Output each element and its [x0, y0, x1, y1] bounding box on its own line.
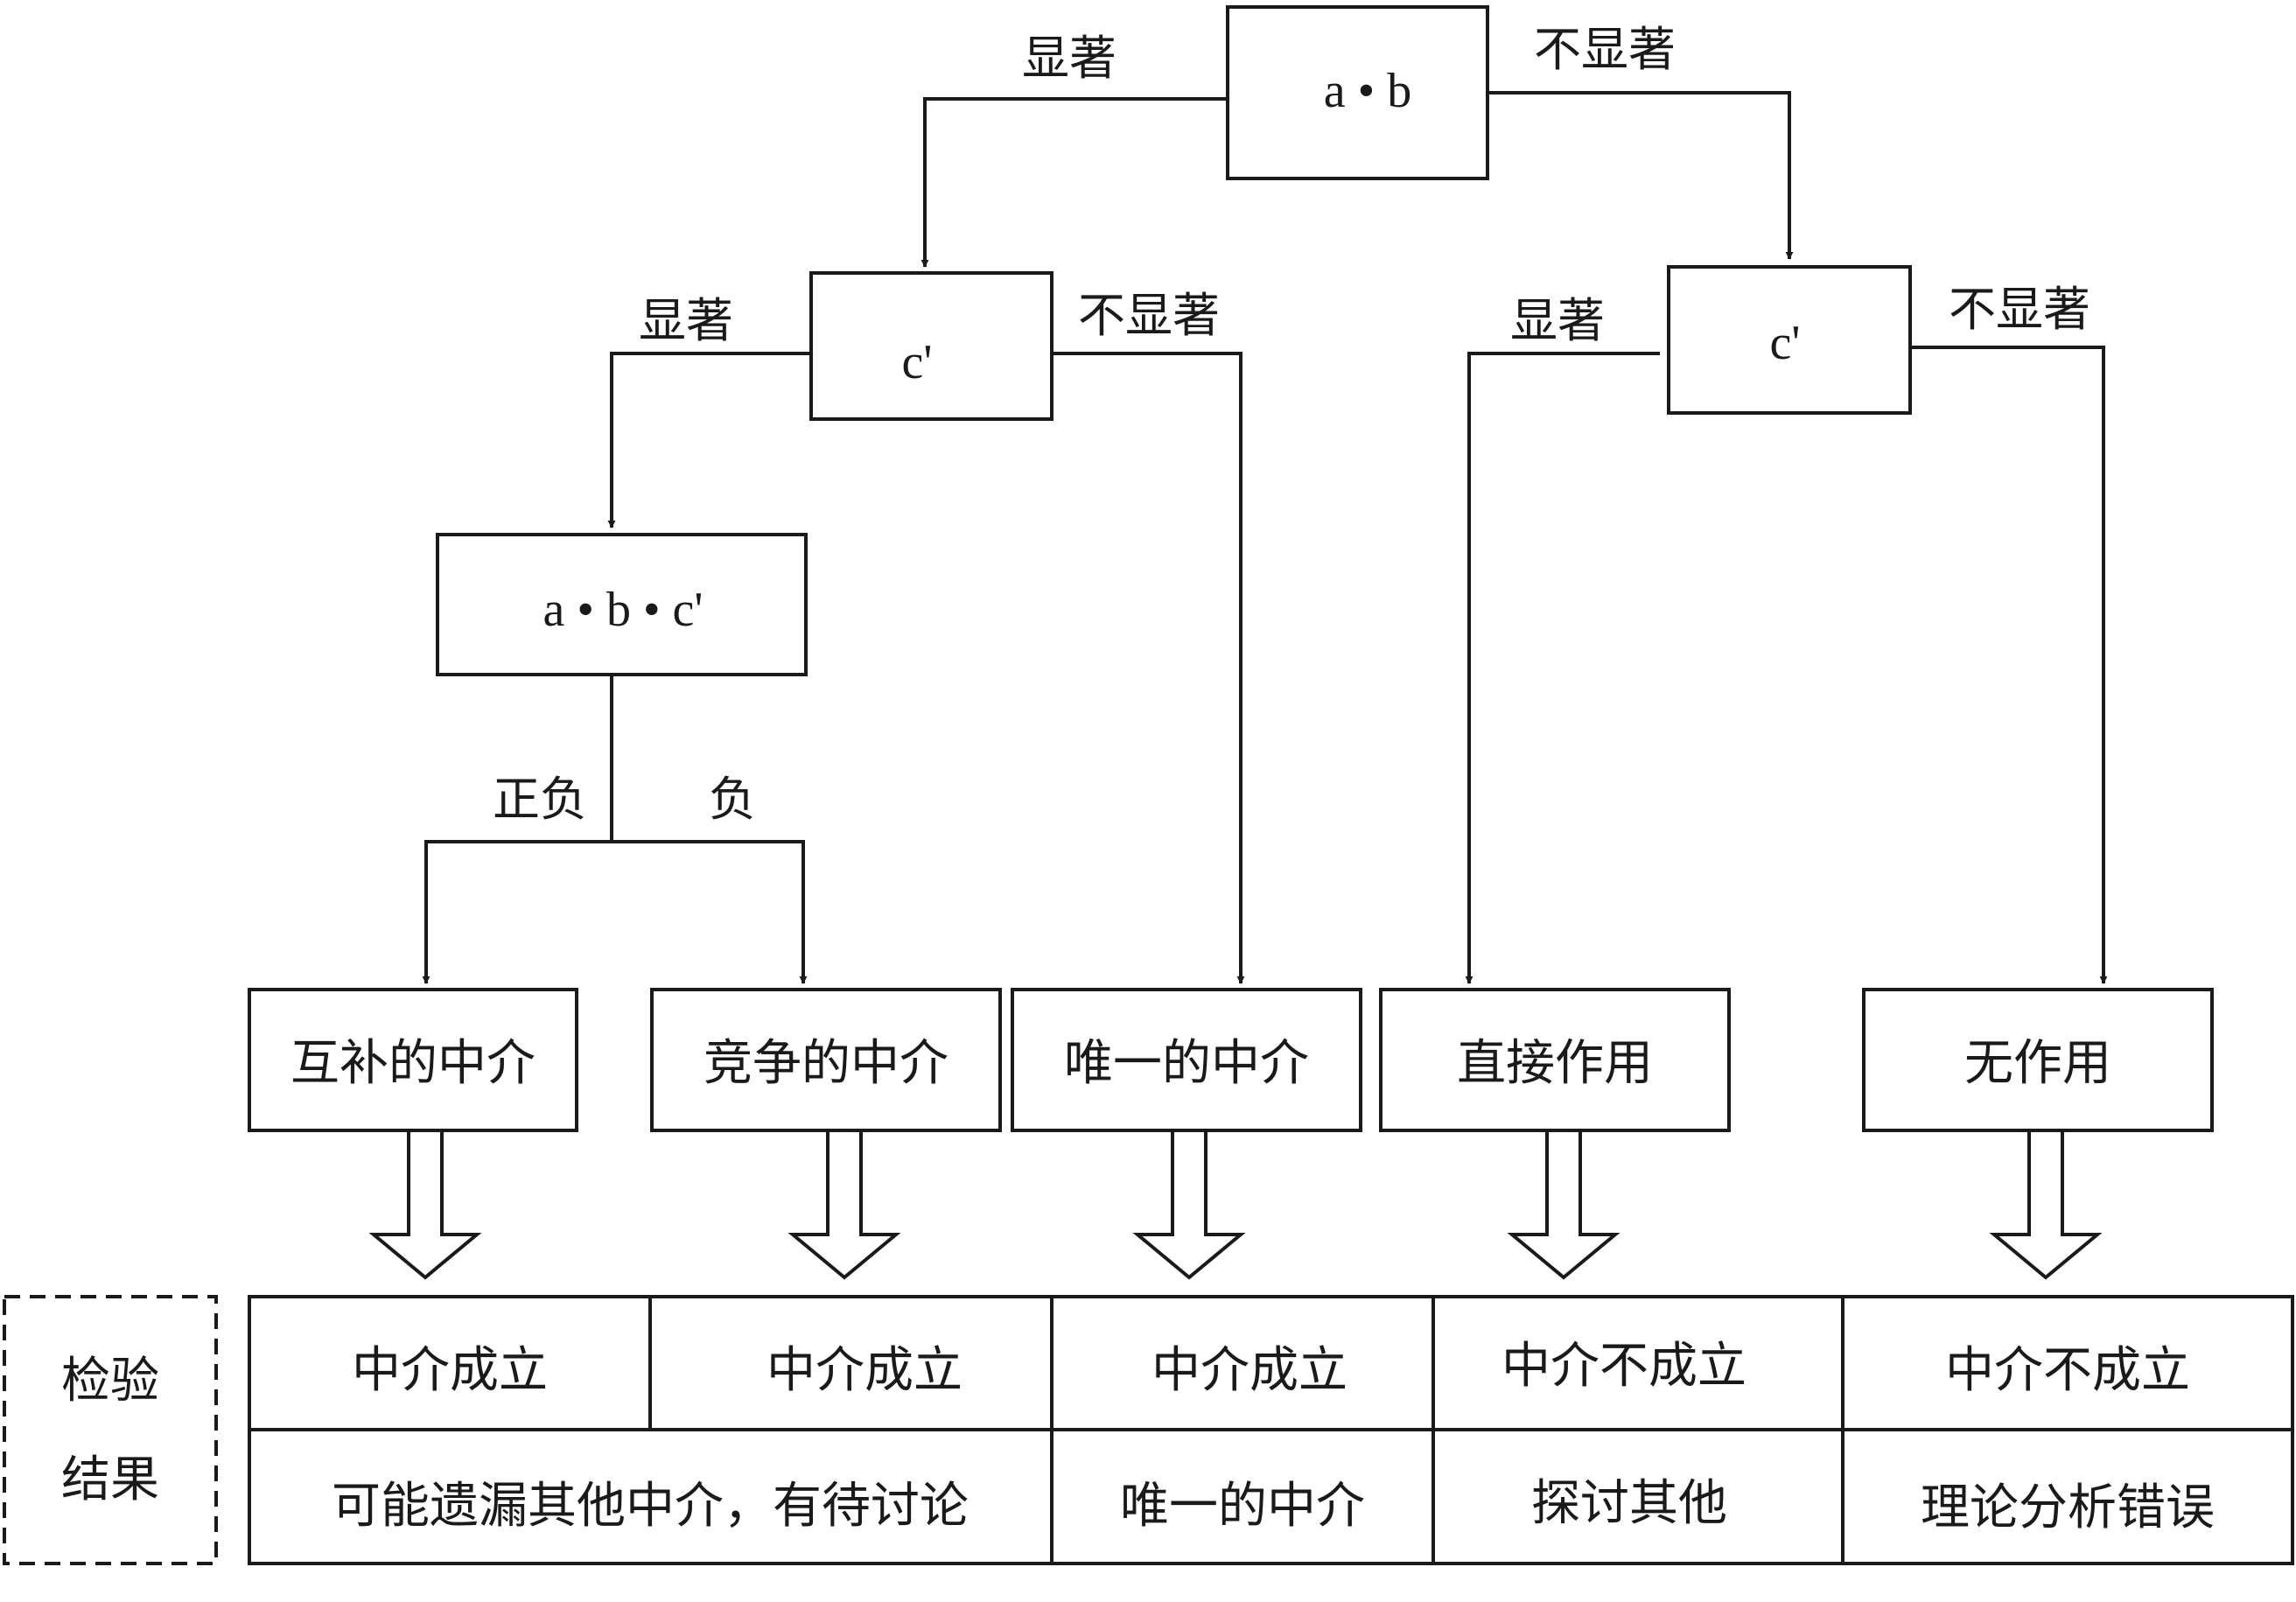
- edge-root-to-left-c: [920, 97, 1228, 268]
- edge-label-right-c-not-significant: 不显著: [1949, 282, 2090, 337]
- result-row1-cell-3: 中介成立: [1152, 1342, 1348, 1399]
- left-c-node-text: c': [902, 335, 933, 389]
- outcome-label-indirect-only: 唯一的中介: [1064, 1035, 1309, 1092]
- product-node-box: [436, 533, 808, 676]
- block-arrow-5: [1989, 1129, 2103, 1280]
- right-c-node-text: c': [1770, 316, 1801, 370]
- edge-label-left-c-significant: 显著: [639, 293, 733, 348]
- edge-left-c-to-indirect-only: [1052, 352, 1245, 984]
- block-arrow-1: [368, 1129, 482, 1280]
- edge-label-product-negative: 负: [709, 772, 756, 827]
- edge-product-to-competitive: [612, 840, 808, 984]
- outcome-label-direct-only: 直接作用: [1457, 1035, 1653, 1092]
- block-arrow-4: [1507, 1129, 1620, 1280]
- edge-right-c-to-direct-only: [1465, 352, 1660, 984]
- result-row2-cell-1: 可能遗漏其他中介，有待讨论: [332, 1478, 969, 1535]
- edge-root-to-right-c: [1488, 91, 1794, 260]
- edge-label-root-significant: 显著: [1022, 31, 1116, 86]
- results-header-line2: 结果: [61, 1452, 159, 1508]
- result-row1-cell-5: 中介不成立: [1945, 1342, 2190, 1399]
- outcome-label-complementary: 互补的中介: [290, 1035, 536, 1092]
- edge-label-left-c-not-significant: 不显著: [1078, 288, 1220, 343]
- block-arrow-3: [1132, 1129, 1246, 1280]
- outcome-label-no-effect: 无作用: [1964, 1035, 2111, 1092]
- outcome-label-competitive: 竞争的中介: [704, 1035, 948, 1092]
- results-header-line1: 检验: [61, 1353, 159, 1410]
- edge-product-to-complementary: [422, 840, 612, 984]
- result-row1-cell-2: 中介成立: [766, 1342, 962, 1399]
- result-row1-cell-1: 中介成立: [352, 1342, 548, 1399]
- result-row2-cell-4: 理论分析错误: [1921, 1480, 2215, 1536]
- edge-label-root-not-significant: 不显著: [1534, 22, 1676, 77]
- product-node-text: a • b • c': [542, 583, 703, 637]
- result-row1-cell-4: 中介不成立: [1502, 1338, 1746, 1395]
- edge-left-c-to-product: [607, 352, 811, 528]
- result-row2-cell-3: 探讨其他: [1531, 1475, 1727, 1532]
- edge-right-c-to-no-effect: [1910, 346, 2108, 984]
- edge-label-product-positive-negative: 正负: [493, 772, 587, 827]
- left-c-node-box: [809, 271, 1054, 421]
- right-c-node-box: [1667, 265, 1912, 415]
- edge-label-right-c-significant: 显著: [1510, 293, 1605, 348]
- result-row2-cell-2: 唯一的中介: [1120, 1478, 1365, 1535]
- results-header-dashed-box: [3, 1295, 218, 1565]
- root-node-text: a • b: [1324, 64, 1411, 118]
- block-arrow-2: [788, 1129, 901, 1280]
